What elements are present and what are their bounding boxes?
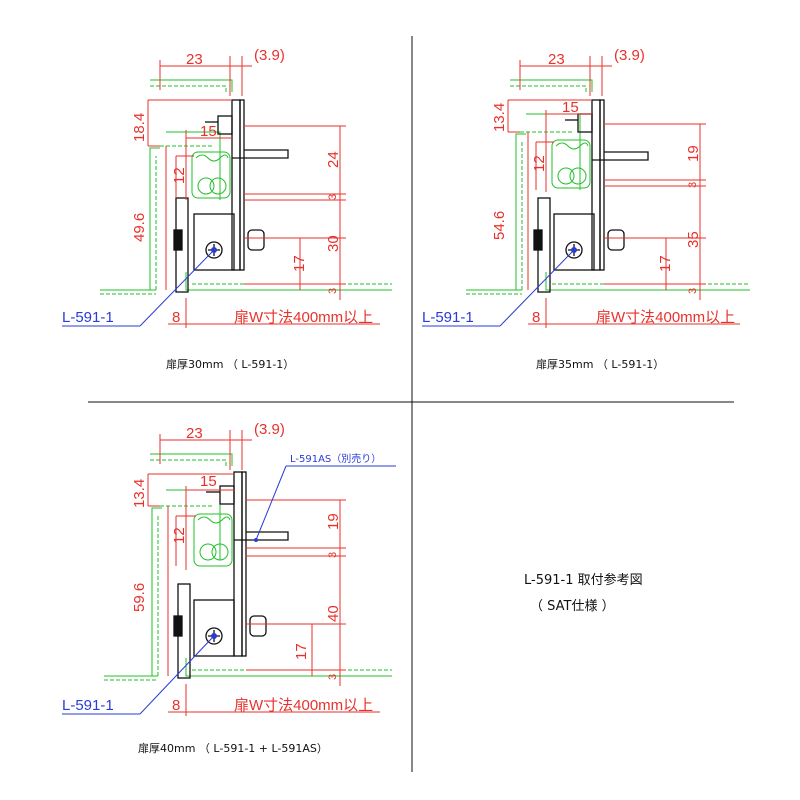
- panel-door-35mm: 23 (3.9) 13.4 15 12 54.6 19 3 35 17 3 8 …: [422, 47, 750, 371]
- title-block: L-591-1 取付参考図 （ SAT仕様 ）: [524, 572, 643, 614]
- accessory-label: L-591AS（別売り）: [290, 452, 381, 465]
- dim-right-d: 17: [293, 643, 310, 660]
- hinge-body: [173, 99, 289, 293]
- dim-right-d: 17: [657, 255, 674, 272]
- dim-upper-left: 18.4: [131, 113, 148, 142]
- drawing-subtitle: （ SAT仕様 ）: [530, 599, 615, 614]
- dim-top: 23: [186, 425, 203, 442]
- dim-bottom-note: 扉W寸法400mm以上: [234, 697, 373, 714]
- dim-bottom: 8: [532, 309, 540, 326]
- panel-door-30mm: 23 (3.9) 18.4 15 12 49.6 24 3 30 17 3 8 …: [62, 47, 392, 371]
- dim-upper-left: 13.4: [491, 103, 508, 132]
- dim-bottom-note: 扉W寸法400mm以上: [234, 309, 373, 326]
- part-label: L-591-1: [422, 309, 474, 326]
- dim-right-e: 3: [327, 674, 339, 680]
- dim-top: 23: [186, 51, 203, 68]
- dim-right-b: 3: [687, 182, 699, 188]
- part-label: L-591-1: [62, 309, 114, 326]
- dim-inner: 15: [200, 473, 217, 490]
- dim-right-b: 3: [327, 552, 339, 558]
- dim-right-e: 3: [327, 288, 339, 294]
- dimension-lines: [147, 56, 380, 328]
- panel-caption: 扉厚35mm （ L-591-1）: [536, 358, 664, 371]
- dim-right-a: 19: [325, 513, 342, 530]
- dim-right-e: 3: [687, 288, 699, 294]
- dim-left-small: 12: [171, 527, 188, 544]
- dim-top: 23: [548, 51, 565, 68]
- dimension-lines: [507, 56, 740, 328]
- dim-inner: 15: [562, 99, 579, 116]
- dim-right-b: 3: [327, 194, 339, 200]
- accessory-leader-dot: [254, 538, 258, 542]
- panel-caption: 扉厚40mm （ L-591-1 + L-591AS）: [138, 742, 328, 755]
- hinge-body: [173, 471, 289, 679]
- dim-top-paren: (3.9): [254, 47, 285, 64]
- dim-left-big: 54.6: [491, 211, 508, 240]
- dimension-lines: [147, 430, 380, 716]
- part-leader-arrow: [499, 251, 573, 327]
- dim-bottom: 8: [172, 309, 180, 326]
- dim-right-a: 24: [325, 151, 342, 168]
- dim-inner: 15: [200, 123, 217, 140]
- frame-outline: [466, 79, 750, 295]
- panel-caption: 扉厚30mm （ L-591-1）: [166, 358, 294, 371]
- dim-right-d: 17: [291, 255, 308, 272]
- dim-bottom-note: 扉W寸法400mm以上: [596, 309, 735, 326]
- part-leader-arrow: [139, 637, 213, 715]
- part-leader-arrow: [139, 251, 213, 327]
- hinge-body: [533, 99, 649, 293]
- drawing-title: L-591-1 取付参考図: [524, 572, 643, 588]
- dim-top-paren: (3.9): [254, 421, 285, 438]
- dim-top-paren: (3.9): [614, 47, 645, 64]
- dim-right-a: 19: [685, 145, 702, 162]
- dim-right-c: 30: [325, 235, 342, 252]
- dim-left-big: 49.6: [131, 213, 148, 242]
- accessory-leader-arrow: [255, 465, 287, 541]
- dim-left-big: 59.6: [131, 583, 148, 612]
- dim-right-c: 40: [325, 605, 342, 622]
- dim-bottom: 8: [172, 697, 180, 714]
- panel-door-40mm: 23 (3.9) 13.4 15 12 59.6 19 3 40 17 3 8 …: [62, 421, 396, 755]
- dim-upper-left: 13.4: [131, 479, 148, 508]
- part-label: L-591-1: [62, 697, 114, 714]
- dim-left-small: 12: [171, 167, 188, 184]
- dim-right-c: 35: [685, 231, 702, 248]
- frame-outline: [100, 79, 392, 295]
- dim-left-small: 12: [531, 155, 548, 172]
